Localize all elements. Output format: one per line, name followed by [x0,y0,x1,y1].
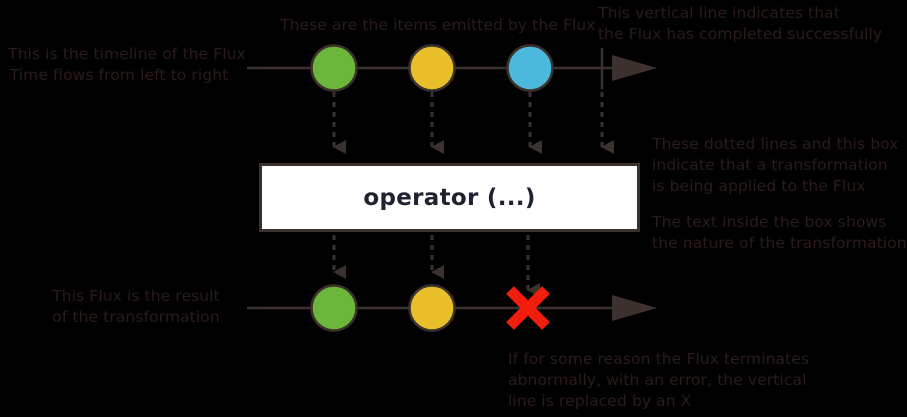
annotation-transformation: These dotted lines and this box indicate… [652,135,899,195]
dotted-connectors-out-of-operator [332,235,540,297]
result-timeline-group [247,284,657,332]
result-yellow-marble[interactable] [408,284,456,332]
operator-label: operator (...) [363,184,536,211]
source-green-marble[interactable] [310,44,358,92]
source-yellow-marble[interactable] [408,44,456,92]
annotation-box-text-note: The text inside the box shows the nature… [652,213,907,252]
annotation-completion: This vertical line indicates that the Fl… [598,4,883,43]
source-timeline-arrowhead [612,55,657,81]
result-timeline-arrowhead [612,295,657,321]
source-timeline-group [247,44,657,92]
annotation-timeline: This is the timeline of the Flux Time fl… [8,45,246,84]
result-green-marble[interactable] [310,284,358,332]
operator-box[interactable]: operator (...) [259,163,640,232]
annotation-items: These are the items emitted by the Flux [280,16,596,34]
source-blue-marble[interactable] [506,44,554,92]
dotted-connectors-into-operator [332,92,614,154]
annotation-result: This Flux is the result of the transform… [52,287,220,326]
error-x-icon [506,286,550,330]
annotation-error: If for some reason the Flux terminates a… [508,350,810,410]
